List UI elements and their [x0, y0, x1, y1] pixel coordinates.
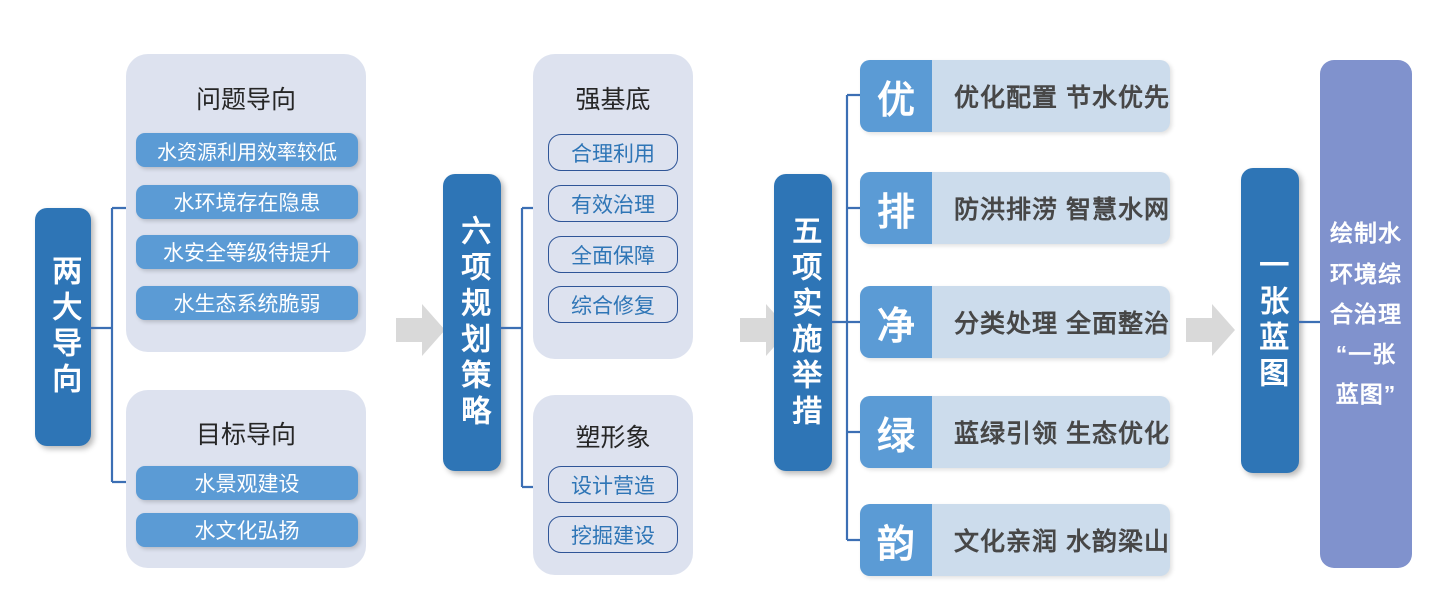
stage2-group-title-1: 强基底	[575, 86, 651, 114]
measure-row-3[interactable]: 净 分类处理 全面整治	[860, 286, 1170, 358]
stage2-item-1-3[interactable]: 全面保障	[548, 236, 678, 273]
stage2-main-bar[interactable]: 六项规划策略	[443, 174, 501, 471]
measure-desc-2: 防洪排涝 智慧水网	[954, 196, 1170, 224]
stage3-bracket	[831, 93, 865, 542]
stage1-bracket	[90, 206, 134, 484]
stage2-item-2-2[interactable]: 挖掘建设	[548, 516, 678, 553]
measure-row-4[interactable]: 绿 蓝绿引领 生态优化	[860, 396, 1170, 468]
stage4-main-bar[interactable]: 一张蓝图	[1241, 168, 1299, 473]
measure-desc-5: 文化亲润 水韵梁山	[954, 528, 1170, 556]
stage2-group-title-2: 塑形象	[575, 424, 651, 452]
stage4-outcome-line-1: 绘制水	[1330, 220, 1402, 247]
measure-row-5[interactable]: 韵 文化亲润 水韵梁山	[860, 504, 1170, 576]
stage1-group-title-2: 目标导向	[195, 421, 296, 449]
stage1-item-1-1[interactable]: 水资源利用效率较低	[136, 133, 358, 167]
measure-desc-4: 蓝绿引领 生态优化	[954, 420, 1170, 448]
stage2-main-bar-label: 六项规划策略	[456, 214, 490, 431]
stage2-item-1-2[interactable]: 有效治理	[548, 185, 678, 222]
stage4-outcome-line-2: 环境综	[1330, 260, 1402, 287]
stage2-bracket	[500, 206, 544, 489]
measure-key-1: 优	[860, 60, 932, 132]
stage4-outcome-text: 绘制水 环境综 合治理 “一张 蓝图”	[1330, 213, 1402, 414]
measure-key-5: 韵	[860, 504, 932, 576]
stage1-main-bar[interactable]: 两大导向	[35, 208, 91, 446]
measure-row-2[interactable]: 排 防洪排涝 智慧水网	[860, 172, 1170, 244]
stage1-item-2-1[interactable]: 水景观建设	[136, 466, 358, 500]
stage1-group-title-1: 问题导向	[195, 86, 296, 114]
stage1-item-1-3[interactable]: 水安全等级待提升	[136, 235, 358, 269]
arrow-stage3-to-stage4-icon	[1186, 304, 1235, 356]
measure-key-4: 绿	[860, 396, 932, 468]
stage1-main-bar-label: 两大导向	[47, 255, 81, 399]
measure-row-1[interactable]: 优 优化配置 节水优先	[860, 60, 1170, 132]
measure-key-2: 排	[860, 172, 932, 244]
stage4-outcome-line-3: 合治理	[1330, 300, 1402, 327]
measure-desc-3: 分类处理 全面整治	[954, 310, 1170, 338]
stage4-outcome-line-4: “一张	[1335, 341, 1397, 368]
stage3-main-bar[interactable]: 五项实施举措	[774, 174, 832, 471]
measure-desc-1: 优化配置 节水优先	[954, 84, 1170, 112]
stage2-item-1-4[interactable]: 综合修复	[548, 286, 678, 323]
arrow-stage1-to-stage2-icon	[396, 304, 445, 356]
stage2-item-1-1[interactable]: 合理利用	[548, 134, 678, 171]
stage4-outcome-line-5: 蓝图”	[1335, 381, 1397, 408]
stage4-connector	[1298, 320, 1322, 324]
stage4-outcome-panel[interactable]: 绘制水 环境综 合治理 “一张 蓝图”	[1320, 60, 1412, 568]
stage1-item-1-4[interactable]: 水生态系统脆弱	[136, 286, 358, 320]
stage1-item-2-2[interactable]: 水文化弘扬	[136, 513, 358, 547]
stage2-item-2-1[interactable]: 设计营造	[548, 466, 678, 503]
stage2-group-card-1	[533, 54, 693, 359]
stage1-item-1-2[interactable]: 水环境存在隐患	[136, 185, 358, 219]
stage3-main-bar-label: 五项实施举措	[787, 214, 821, 431]
measure-key-3: 净	[860, 286, 932, 358]
stage4-main-bar-label: 一张蓝图	[1254, 248, 1288, 393]
